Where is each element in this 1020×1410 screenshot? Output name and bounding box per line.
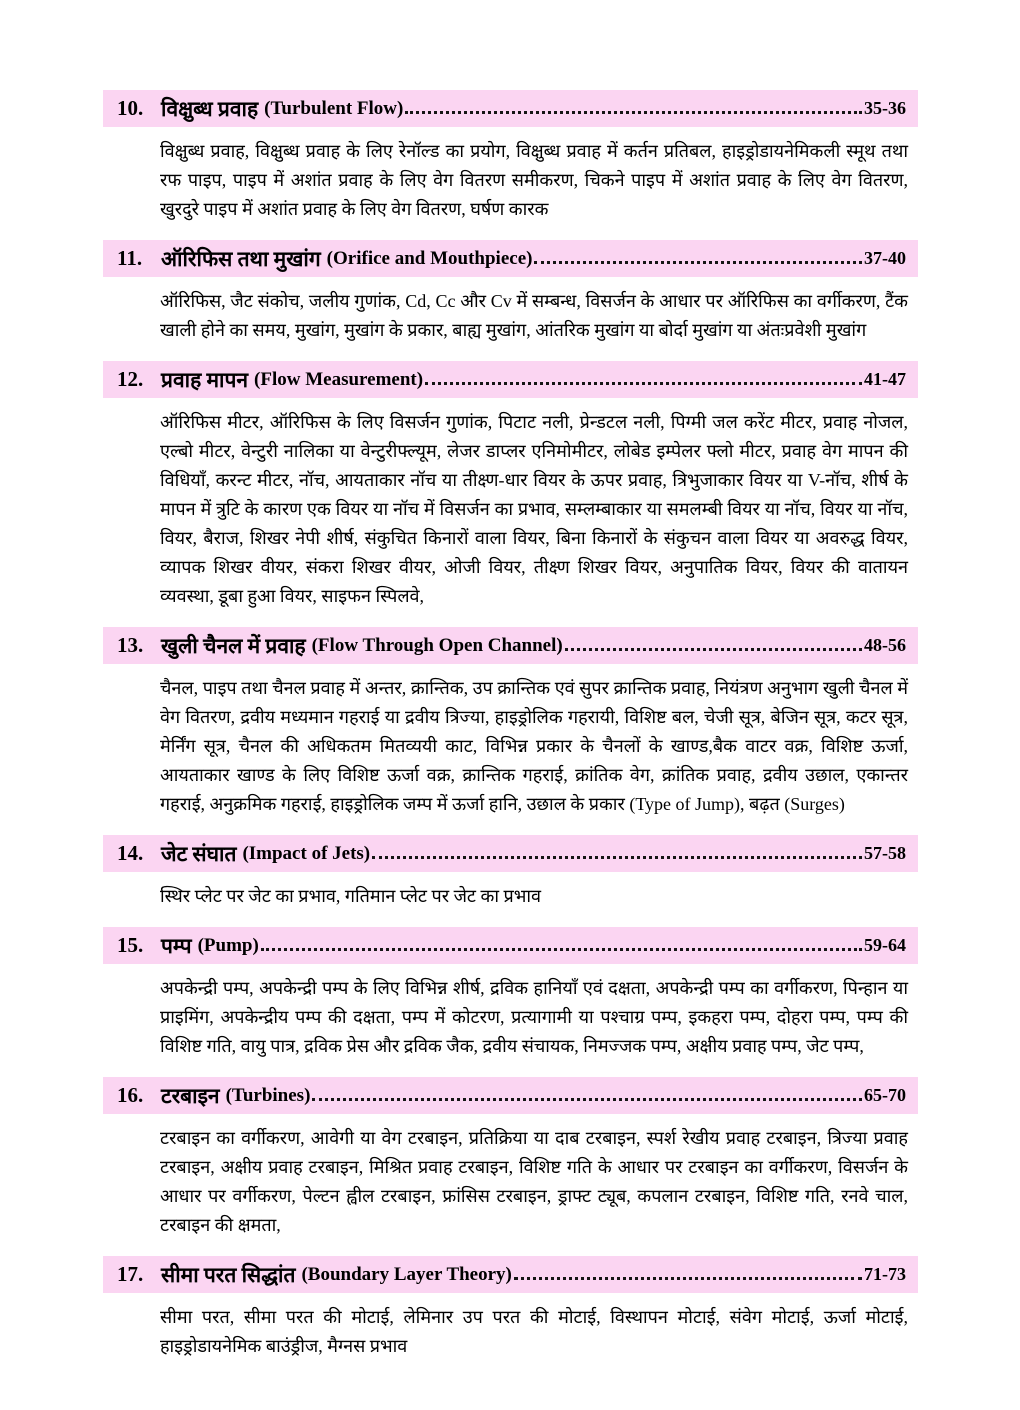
toc-item: 14. जेट संघात (Impact of Jets) 57-58 स्थ… <box>103 835 918 911</box>
chapter-topics: टरबाइन का वर्गीकरण, आवेगी या वेग टरबाइन,… <box>160 1128 908 1235</box>
chapter-title-hindi: विक्षुब्ध प्रवाह <box>161 96 259 121</box>
chapter-title-english: (Pump) <box>197 934 259 956</box>
page-range: 57-58 <box>864 843 906 863</box>
chapter-heading-bar: 13. खुली चैनल में प्रवाह (Flow Through O… <box>103 627 918 664</box>
chapter-topics: अपकेन्द्री पम्प, अपकेन्द्री पम्प के लिए … <box>160 978 908 1056</box>
table-of-contents: 10. विक्षुब्ध प्रवाह (Turbulent Flow) 35… <box>103 90 918 1361</box>
chapter-title-hindi: पम्प <box>161 933 192 958</box>
chapter-title-hindi: सीमा परत सिद्धांत <box>161 1262 296 1287</box>
page-range: 59-64 <box>864 935 906 955</box>
chapter-heading-bar: 10. विक्षुब्ध प्रवाह (Turbulent Flow) 35… <box>103 90 918 127</box>
toc-item: 13. खुली चैनल में प्रवाह (Flow Through O… <box>103 627 918 819</box>
chapter-heading-bar: 17. सीमा परत सिद्धांत (Boundary Layer Th… <box>103 1256 918 1293</box>
chapter-heading-bar: 15. पम्प (Pump) 59-64 <box>103 927 918 964</box>
chapter-title-hindi: टरबाइन <box>161 1083 220 1108</box>
chapter-heading-bar: 14. जेट संघात (Impact of Jets) 57-58 <box>103 835 918 872</box>
chapter-title-english: (Flow Measurement) <box>254 368 424 390</box>
dotted-leader <box>425 382 862 385</box>
toc-item: 17. सीमा परत सिद्धांत (Boundary Layer Th… <box>103 1256 918 1361</box>
page-range: 71-73 <box>864 1264 906 1284</box>
chapter-title-hindi: जेट संघात <box>161 841 237 866</box>
toc-item: 10. विक्षुब्ध प्रवाह (Turbulent Flow) 35… <box>103 90 918 224</box>
dotted-leader <box>534 261 862 264</box>
dotted-leader <box>372 856 862 859</box>
chapter-number: 15. <box>117 933 144 957</box>
chapter-topics: ऑरिफिस, जैट संकोच, जलीय गुणांक, Cd, Cc औ… <box>160 291 908 340</box>
chapter-number: 12. <box>117 367 144 391</box>
chapter-number: 10. <box>117 96 144 120</box>
chapter-number: 17. <box>117 1262 144 1286</box>
chapter-title-english: (Turbulent Flow) <box>264 97 404 119</box>
page-range: 37-40 <box>864 248 906 268</box>
dotted-leader <box>405 111 862 114</box>
chapter-topics: विक्षुब्ध प्रवाह, विक्षुब्ध प्रवाह के लि… <box>160 141 908 219</box>
chapter-title-hindi: खुली चैनल में प्रवाह <box>161 633 306 658</box>
chapter-heading-bar: 12. प्रवाह मापन (Flow Measurement) 41-47 <box>103 361 918 398</box>
chapter-heading-bar: 16. टरबाइन (Turbines) 65-70 <box>103 1077 918 1114</box>
chapter-topics: स्थिर प्लेट पर जेट का प्रभाव, गतिमान प्ल… <box>160 886 542 906</box>
dotted-leader <box>260 948 862 951</box>
chapter-number: 13. <box>117 633 144 657</box>
chapter-title-english: (Orifice and Mouthpiece) <box>326 247 533 269</box>
page-range: 35-36 <box>864 98 906 118</box>
page-range: 41-47 <box>864 369 906 389</box>
chapter-topics: ऑरिफिस मीटर, ऑरिफिस के लिए विसर्जन गुणां… <box>160 412 908 606</box>
page-range: 65-70 <box>864 1085 906 1105</box>
chapter-number: 11. <box>117 246 143 270</box>
toc-item: 11. ऑरिफिस तथा मुखांग (Orifice and Mouth… <box>103 240 918 345</box>
chapter-title-english: (Turbines) <box>225 1084 311 1106</box>
dotted-leader <box>312 1098 862 1101</box>
chapter-title-english: (Impact of Jets) <box>242 842 371 864</box>
page-range: 48-56 <box>864 635 906 655</box>
chapter-number: 14. <box>117 841 144 865</box>
chapter-title-hindi: ऑरिफिस तथा मुखांग <box>161 246 321 271</box>
chapter-title-hindi: प्रवाह मापन <box>161 367 249 392</box>
chapter-topics: चैनल, पाइप तथा चैनल प्रवाह में अन्तर, क्… <box>160 678 908 814</box>
toc-item: 12. प्रवाह मापन (Flow Measurement) 41-47… <box>103 361 918 611</box>
chapter-topics: सीमा परत, सीमा परत की मोटाई, लेमिनार उप … <box>160 1307 908 1356</box>
chapter-heading-bar: 11. ऑरिफिस तथा मुखांग (Orifice and Mouth… <box>103 240 918 277</box>
chapter-title-english: (Flow Through Open Channel) <box>311 634 563 656</box>
chapter-number: 16. <box>117 1083 144 1107</box>
toc-item: 16. टरबाइन (Turbines) 65-70 टरबाइन का वर… <box>103 1077 918 1240</box>
dotted-leader <box>564 648 862 651</box>
toc-item: 15. पम्प (Pump) 59-64 अपकेन्द्री पम्प, अ… <box>103 927 918 1061</box>
chapter-title-english: (Boundary Layer Theory) <box>301 1263 512 1285</box>
dotted-leader <box>513 1277 862 1280</box>
